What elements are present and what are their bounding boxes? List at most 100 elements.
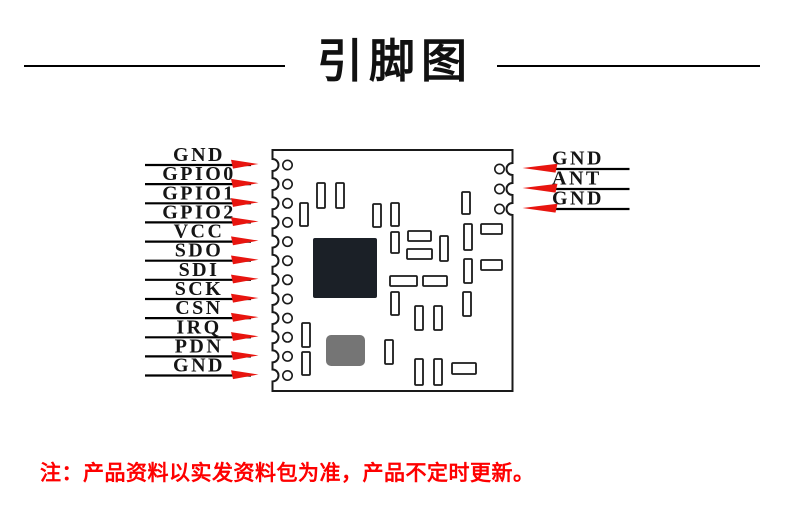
secondary-chip xyxy=(326,335,365,366)
title-divider-right xyxy=(497,65,760,67)
pin-hole xyxy=(281,312,293,324)
pin-label: PDN xyxy=(175,335,224,357)
pin-label: SCK xyxy=(175,278,224,300)
smd-component xyxy=(407,230,432,242)
page-title: 引脚图 xyxy=(317,35,473,87)
pin-label: IRQ xyxy=(176,316,221,338)
pin-label: ANT xyxy=(552,168,602,190)
smd-component xyxy=(390,231,400,254)
smd-components xyxy=(299,182,503,386)
smd-component xyxy=(433,305,443,331)
pin-arrow-icon xyxy=(231,255,259,265)
pin-arrow-icon xyxy=(231,178,259,188)
pin-label: GND xyxy=(552,188,604,210)
pin-arrow-icon xyxy=(522,183,558,193)
pin-row-left-10: PDN xyxy=(145,335,259,360)
pin-arrow-icon xyxy=(231,370,259,380)
smd-component xyxy=(372,203,382,228)
pin-hole xyxy=(281,216,293,228)
pin-label: SDO xyxy=(175,240,224,262)
pin-row-left-4: VCC xyxy=(145,221,259,246)
smd-component xyxy=(389,275,418,287)
pin-row-left-0: GND xyxy=(145,144,259,169)
pin-hole xyxy=(281,331,293,343)
smd-component xyxy=(433,358,443,386)
smd-component xyxy=(462,291,472,317)
pin-hole xyxy=(281,350,293,362)
pin-arrow-icon xyxy=(231,159,259,169)
pin-row-left-11: GND xyxy=(145,355,259,380)
pin-arrow-icon xyxy=(231,293,259,303)
smd-component xyxy=(299,202,309,227)
pin-hole xyxy=(281,274,293,286)
pin-label: GND xyxy=(552,148,604,170)
pin-row-left-3: GPIO2 xyxy=(145,201,259,226)
pin-label: GPIO2 xyxy=(162,201,236,223)
pin-arrow-icon xyxy=(522,203,558,213)
left-pin-holes xyxy=(281,159,293,381)
right-pin-rows: GND ANT GND xyxy=(522,148,630,213)
pin-label: GPIO1 xyxy=(162,182,236,204)
pin-arrow-icon xyxy=(231,217,259,226)
pin-arrow-icon xyxy=(231,332,259,341)
smd-component xyxy=(301,322,311,348)
pin-row-left-1: GPIO0 xyxy=(145,163,259,188)
pin-row-right-0: GND xyxy=(522,148,630,173)
pin-row-left-2: GPIO1 xyxy=(145,182,259,207)
pin-hole xyxy=(281,197,293,209)
smd-component xyxy=(406,248,433,260)
pin-row-left-8: CSN xyxy=(145,297,259,322)
pin-hole xyxy=(493,163,505,175)
smd-component xyxy=(414,305,424,331)
pin-arrow-icon xyxy=(231,274,259,284)
pin-arrow-icon xyxy=(231,312,259,322)
smd-component xyxy=(422,275,448,287)
pin-row-left-9: IRQ xyxy=(145,316,259,341)
pin-row-left-5: SDO xyxy=(145,240,259,265)
smd-component xyxy=(439,235,449,262)
smd-component xyxy=(384,339,394,365)
main-ic-chip xyxy=(313,238,377,298)
rf-module xyxy=(271,149,514,392)
pin-row-left-7: SCK xyxy=(145,278,259,303)
title-divider-left xyxy=(24,65,285,67)
pin-hole xyxy=(281,159,293,171)
pin-arrow-icon xyxy=(231,236,259,246)
pin-label: VCC xyxy=(174,221,225,243)
right-pin-holes xyxy=(493,163,505,215)
pin-label: SDI xyxy=(179,259,220,281)
pin-row-right-2: GND xyxy=(522,188,630,213)
smd-component xyxy=(451,362,477,375)
smd-component xyxy=(390,202,400,227)
pin-label: GPIO0 xyxy=(162,163,236,185)
pin-hole xyxy=(281,236,293,248)
pin-hole xyxy=(281,293,293,305)
product-note: 注：产品资料以实发资料包为准，产品不定时更新。 xyxy=(40,462,535,485)
smd-component xyxy=(301,351,311,376)
smd-component xyxy=(414,358,424,386)
pin-label: GND xyxy=(173,355,225,377)
pin-row-left-6: SDI xyxy=(145,259,259,284)
pin-row-right-1: ANT xyxy=(522,168,630,193)
pin-arrow-icon xyxy=(231,351,259,360)
smd-component xyxy=(461,191,471,215)
smd-component xyxy=(480,223,503,235)
smd-component xyxy=(390,291,400,316)
pin-hole xyxy=(493,183,505,195)
left-pin-rows: GND GPIO0 GPIO1 GPIO2 VCC xyxy=(145,144,259,380)
smd-component xyxy=(463,223,473,251)
smd-component xyxy=(316,182,326,209)
pin-label: CSN xyxy=(175,297,223,319)
pin-hole xyxy=(493,203,505,215)
pin-arrow-icon xyxy=(522,163,558,173)
pin-hole xyxy=(281,255,293,267)
smd-component xyxy=(480,259,503,271)
module-outline xyxy=(271,149,514,392)
smd-component xyxy=(335,182,345,209)
pin-hole xyxy=(281,178,293,190)
pin-label: GND xyxy=(173,144,225,166)
smd-component xyxy=(463,258,473,284)
pin-hole xyxy=(281,369,293,381)
